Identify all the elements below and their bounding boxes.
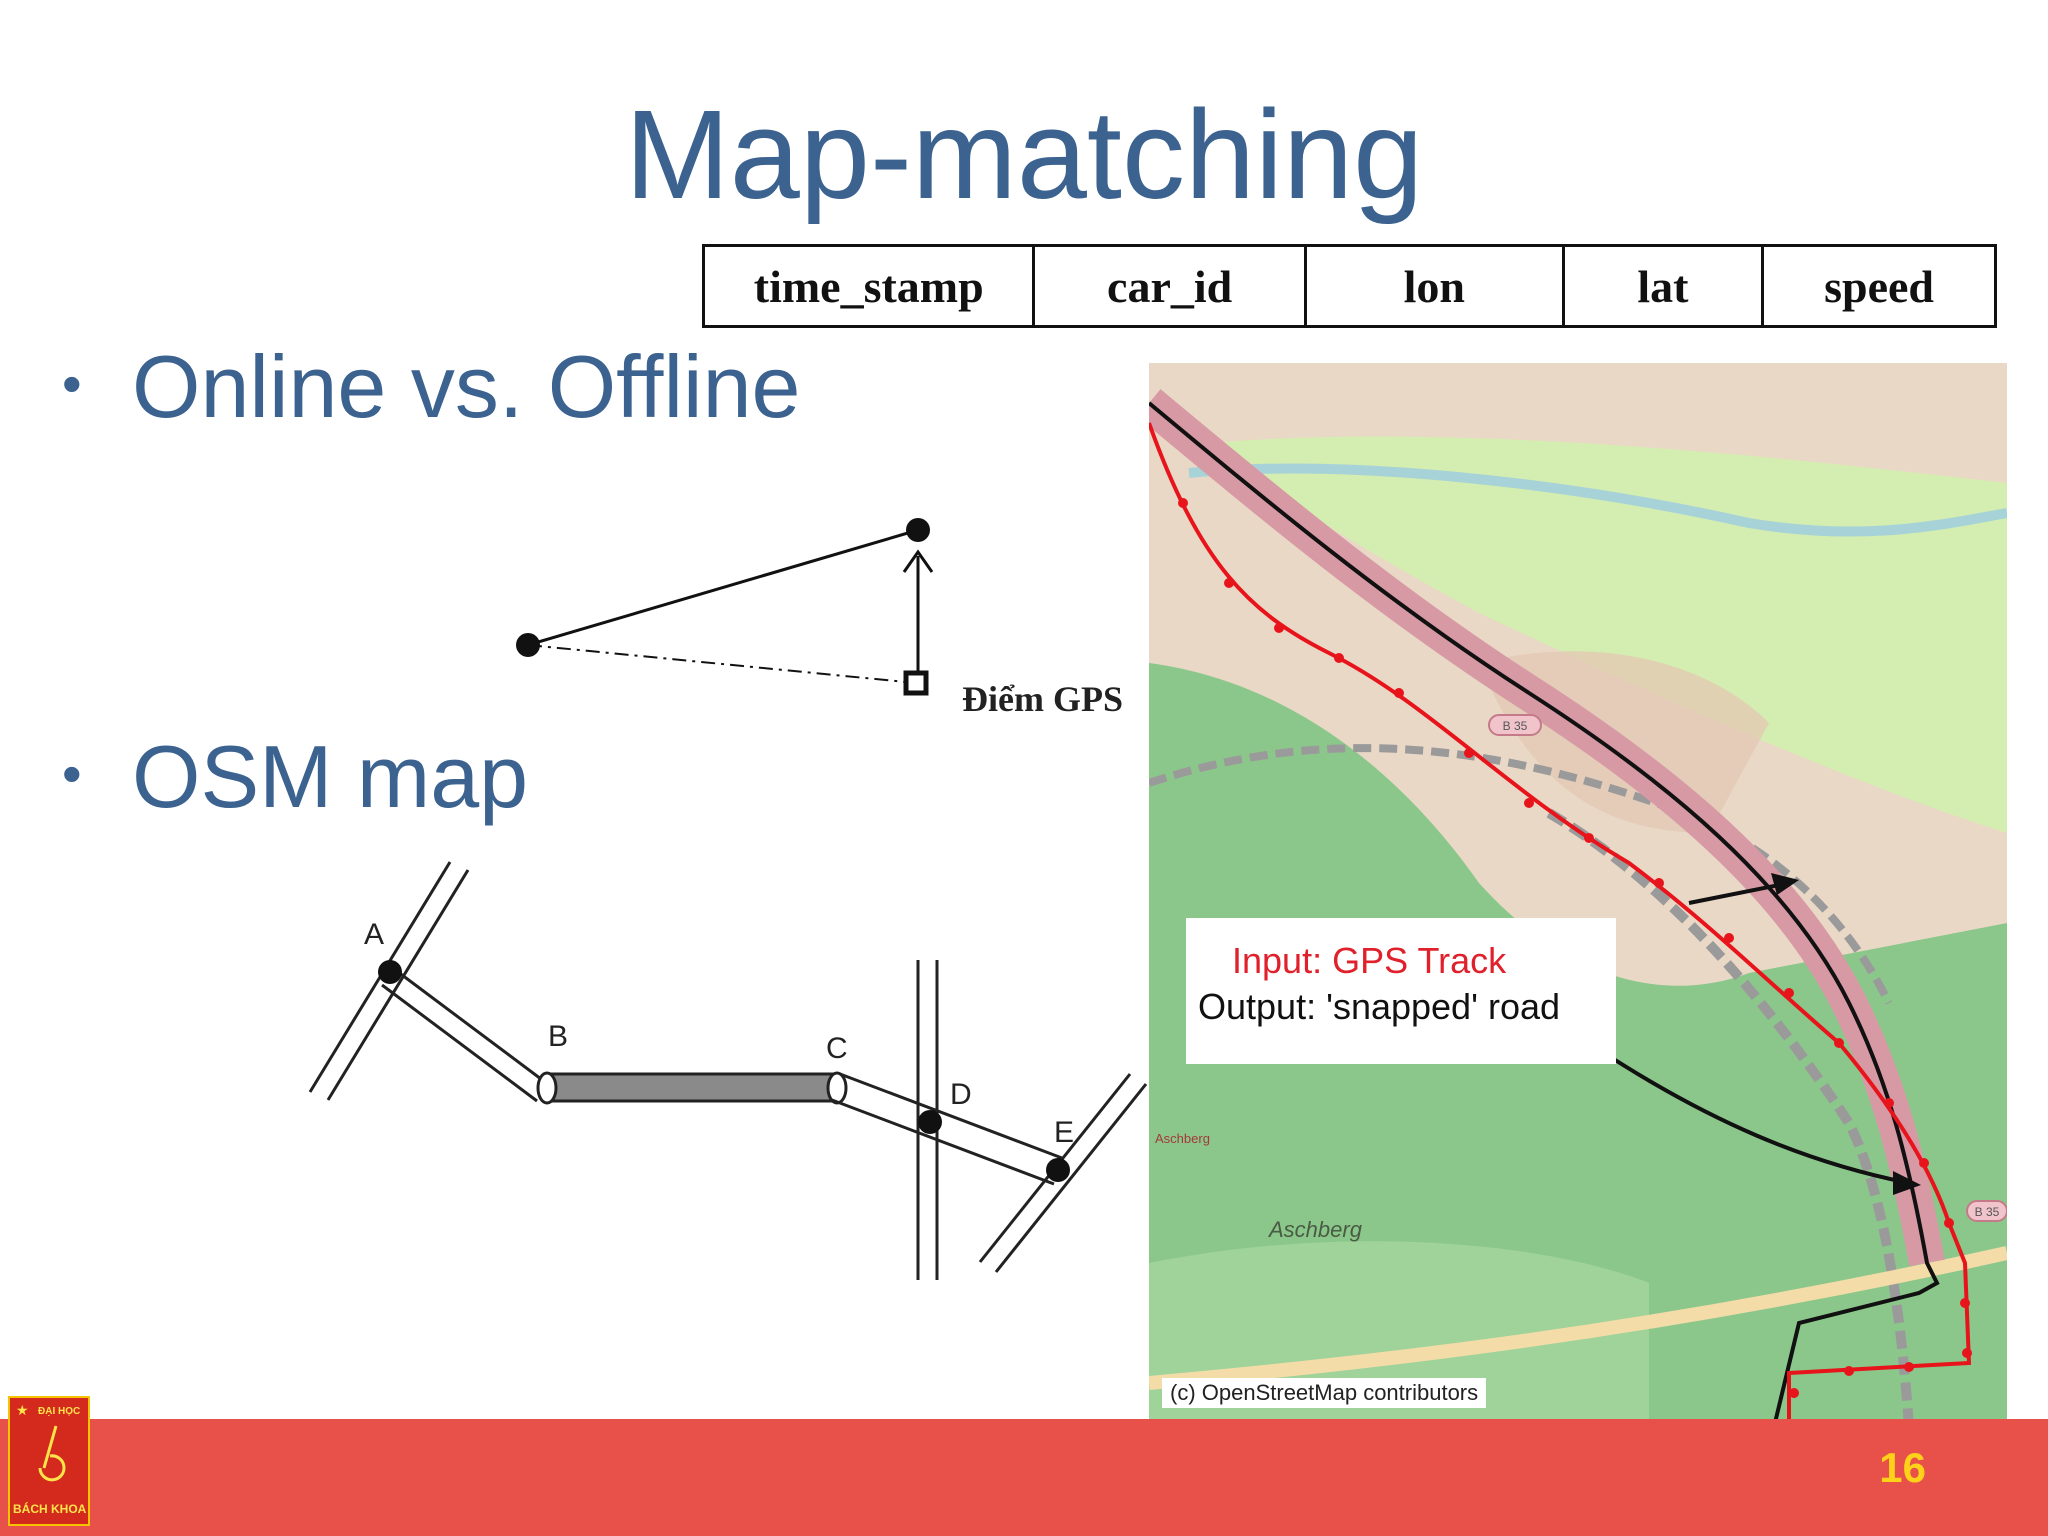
bullet-dot: •: [62, 352, 82, 416]
footer-bar: [0, 1419, 2048, 1536]
place-label-aschberg-small: Aschberg: [1155, 1131, 1210, 1146]
input-label: Input: GPS Track: [1232, 940, 1507, 981]
bullet-dot: •: [62, 742, 82, 806]
node-a: [378, 960, 402, 984]
gps-track-points: [1178, 498, 1972, 1398]
table-row: time_stamp car_id lon lat speed: [703, 245, 1997, 327]
table-cell: lon: [1305, 245, 1565, 327]
bullet-text: Online vs. Offline: [132, 337, 801, 436]
output-label: Output: 'snapped' road: [1198, 986, 1561, 1027]
data-fields-table: time_stamp car_id lon lat speed: [702, 244, 1997, 328]
star-icon: ★: [16, 1402, 29, 1418]
node-e: [1046, 1158, 1070, 1182]
bullet-text: OSM map: [132, 727, 529, 826]
road-shield-lower: [1966, 1200, 2007, 1222]
table-cell: lat: [1563, 245, 1765, 327]
start-point: [516, 633, 540, 657]
node-label-e: E: [1054, 1116, 1074, 1149]
gps-diagram: [516, 518, 934, 696]
gps-track-path: [1149, 422, 1972, 1423]
gps-point-label: Điểm GPS: [962, 679, 1123, 719]
bullet-online-offline: • Online vs. Offline: [62, 336, 800, 438]
road-shield-lower-label: B 35: [1975, 1205, 2000, 1219]
table-cell: car_id: [1033, 245, 1307, 327]
node-label-c: C: [826, 1032, 848, 1065]
map-credit: (c) OpenStreetMap contributors: [1162, 1378, 1487, 1408]
road-shield-upper-label: B 35: [1503, 719, 1528, 733]
place-label-aschberg: Aschberg: [1267, 1217, 1363, 1242]
slide-title: Map-matching: [624, 84, 1424, 225]
map-legend-box: Input: GPS Track Output: 'snapped' road: [1186, 918, 1616, 1064]
logo-text-top: ĐẠI HỌC: [38, 1406, 81, 1417]
node-label-b: B: [548, 1020, 568, 1053]
page-number: 16: [1879, 1444, 1926, 1491]
table-cell: time_stamp: [703, 245, 1036, 327]
table-cell: speed: [1762, 245, 1997, 327]
logo-emblem-icon: [38, 1425, 66, 1482]
node-label-a: A: [364, 918, 384, 951]
node-label-d: D: [950, 1078, 972, 1111]
university-logo: ★ ĐẠI HỌC BÁCH KHOA: [8, 1396, 90, 1526]
logo-text-bottom: BÁCH KHOA: [13, 1502, 87, 1516]
snapped-road-path: [1149, 401, 1940, 1427]
snapped-point: [906, 518, 930, 542]
gps-point-square: [903, 670, 929, 696]
map-svg: B 35 B 35 Aschberg Aschberg: [1149, 363, 2007, 1427]
osm-map-image: B 35 B 35 Aschberg Aschberg: [1149, 363, 2007, 1427]
road-shield-upper: [1488, 714, 1542, 736]
bullet-osm-map: • OSM map: [62, 726, 528, 828]
road-network-diagram: A B C D E: [308, 861, 1148, 1280]
node-d: [918, 1110, 942, 1134]
